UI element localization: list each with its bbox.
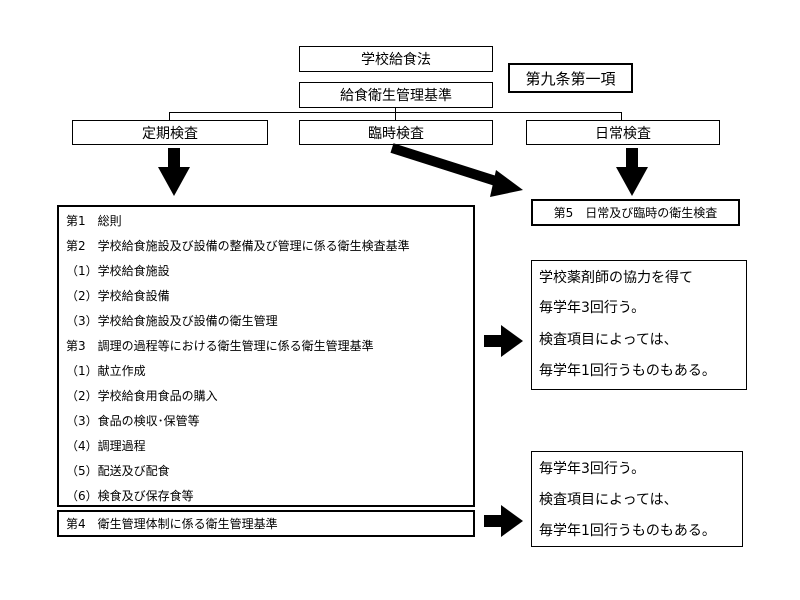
right-arrow-note1: [484, 325, 523, 357]
standard-box: 給食衛生管理基準: [299, 82, 493, 108]
article-text: 第九条第一項: [525, 69, 616, 88]
list-item: 第3 調理の過程等における衛生管理に係る衛生管理基準: [66, 339, 374, 353]
note-box-2: 毎学年3回行う。 検査項目によっては、 毎学年1回行うものもある。: [531, 451, 743, 547]
list-item: （3）学校給食施設及び設備の衛生管理: [66, 314, 278, 328]
regular-inspection-box: 定期検査: [72, 120, 268, 145]
note-line: 毎学年1回行うものもある。: [539, 363, 716, 379]
list-item: （5）配送及び配食: [66, 464, 170, 478]
section4-box: 第4 衛生管理体制に係る衛生管理基準: [57, 510, 475, 537]
standard-text: 給食衛生管理基準: [340, 88, 452, 104]
regular-inspection-label: 定期検査: [142, 125, 198, 142]
connector-vertical: [395, 108, 396, 120]
section5-box: 第5 日常及び臨時の衛生検査: [531, 199, 740, 226]
right-arrow-note2: [484, 505, 523, 537]
down-arrow-regular: [158, 148, 190, 196]
connector-left-drop: [169, 112, 170, 120]
section4-text: 第4 衛生管理体制に係る衛生管理基準: [66, 517, 278, 531]
list-item: 第2 学校給食施設及び設備の整備及び管理に係る衛生検査基準: [66, 239, 410, 253]
connector-right-drop: [621, 112, 622, 120]
title-box: 学校給食法: [299, 46, 493, 72]
list-item: （3）食品の検収･保管等: [66, 414, 200, 428]
daily-inspection-label: 日常検査: [595, 125, 651, 142]
note-line: 学校薬剤師の協力を得て: [539, 270, 693, 286]
list-item: （1）献立作成: [66, 364, 146, 378]
temporary-inspection-box: 臨時検査: [299, 120, 493, 145]
note-line: 毎学年1回行うものもある。: [539, 523, 716, 539]
note-line: 検査項目によっては、: [539, 332, 678, 348]
list-item: （4）調理過程: [66, 439, 146, 453]
connector-horizontal: [169, 112, 622, 113]
title-text: 学校給食法: [361, 52, 431, 68]
down-arrow-daily: [616, 148, 648, 196]
diagonal-arrow-temporary: [390, 143, 523, 197]
daily-inspection-box: 日常検査: [526, 120, 720, 145]
standards-list: 第1 総則 第2 学校給食施設及び設備の整備及び管理に係る衛生検査基準 （1）学…: [57, 205, 475, 507]
note-line: 毎学年3回行う。: [539, 300, 646, 316]
temporary-inspection-label: 臨時検査: [368, 125, 424, 142]
list-item: 第1 総則: [66, 214, 122, 228]
note-line: 検査項目によっては、: [539, 492, 678, 508]
section5-text: 第5 日常及び臨時の衛生検査: [553, 206, 718, 220]
list-item: （2）学校給食用食品の購入: [66, 389, 218, 403]
article-box: 第九条第一項: [508, 63, 633, 93]
list-item: （1）学校給食施設: [66, 264, 170, 278]
note-line: 毎学年3回行う。: [539, 461, 646, 477]
note-box-1: 学校薬剤師の協力を得て 毎学年3回行う。 検査項目によっては、 毎学年1回行うも…: [531, 260, 747, 390]
list-item: （6）検食及び保存食等: [66, 489, 194, 503]
list-item: （2）学校給食設備: [66, 289, 170, 303]
